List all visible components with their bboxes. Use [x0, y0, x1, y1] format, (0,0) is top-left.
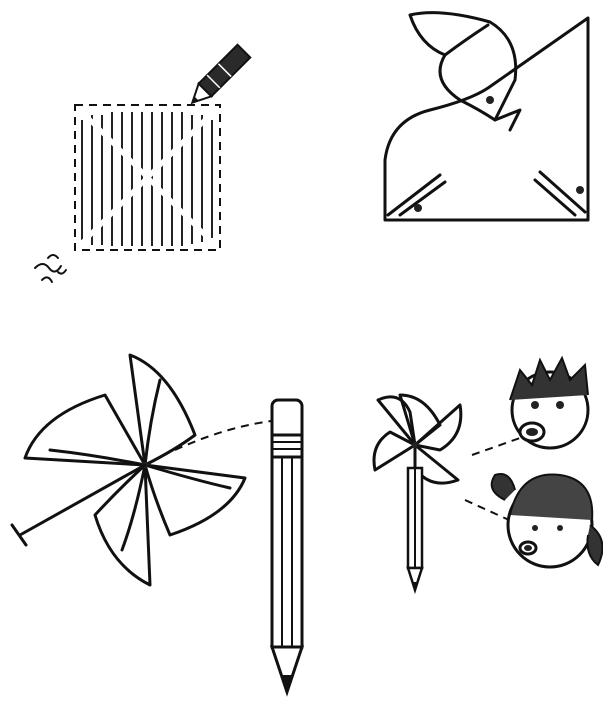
top-folded-flap [410, 13, 516, 120]
pinwheel-stick-pencil [408, 468, 422, 590]
breath-stream-top [472, 438, 520, 455]
boy-face-icon [510, 358, 588, 448]
pencil-vertical-icon [272, 400, 302, 692]
step-3-attach-pin-to-pencil [0, 340, 340, 705]
finished-pinwheel-blown-by-children-icon [360, 350, 603, 620]
paper-shavings [35, 255, 66, 282]
corner-dot-mark-right [576, 186, 584, 194]
step-4-blow-pinwheel [360, 350, 603, 620]
pencil-icon [186, 45, 250, 109]
pin-icon [12, 465, 145, 545]
center-dot-mark [486, 96, 494, 104]
bottom-left-cut [388, 175, 440, 215]
paper-base-shape [385, 18, 588, 220]
pinwheel-with-pin-and-pencil-icon [0, 340, 340, 705]
girl-face-icon [492, 474, 603, 567]
step-2-fold-corners [370, 0, 603, 240]
square-paper-with-diagonal-cuts-and-pencil-icon [20, 30, 260, 300]
folded-pinwheel-corners-icon [370, 0, 603, 240]
step-1-cut-square-paper [20, 30, 260, 300]
top-flap-crease [445, 25, 488, 55]
corner-dot-mark-left [414, 204, 422, 212]
